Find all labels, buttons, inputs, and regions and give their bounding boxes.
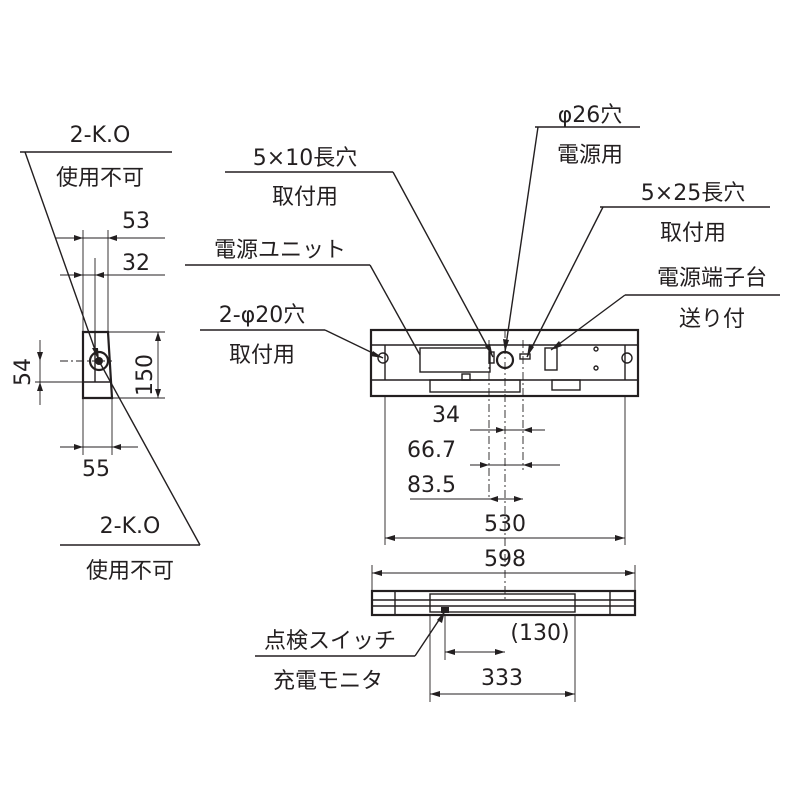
hole-26-label-1: φ26穴	[558, 103, 623, 128]
dim-34: 34	[432, 403, 460, 428]
dim-55: 55	[82, 457, 110, 482]
ko-top-label-1: 2-K.O	[70, 123, 131, 148]
dim-83-5: 83.5	[407, 473, 456, 498]
dim-53: 53	[122, 209, 150, 234]
dim-150: 150	[133, 354, 158, 396]
dim-333: 333	[481, 666, 523, 691]
bottom-body-outline	[370, 589, 637, 617]
slot-5x10-label-1: 5×10長穴	[253, 146, 357, 171]
terminal-block	[544, 347, 558, 371]
ko-top-label-2: 使用不可	[56, 166, 144, 191]
dim-66-7: 66.7	[407, 438, 456, 463]
side-view	[20, 151, 201, 546]
slot-5x25-label-2: 取付用	[660, 221, 726, 246]
terminal-label-2: 送り付	[679, 307, 745, 332]
front-view	[185, 126, 780, 600]
slot-5x10-label-2: 取付用	[272, 185, 338, 210]
mount-hole-left	[377, 352, 389, 364]
hole-20-label-1: 2-φ20穴	[219, 303, 305, 328]
bottom-view	[255, 565, 637, 702]
hole-20-label-2: 取付用	[229, 343, 295, 368]
switch-label-1: 点検スイッチ	[264, 629, 396, 654]
inspection-switch	[441, 607, 449, 613]
dim-32: 32	[122, 251, 150, 276]
hole-26-label-2: 電源用	[557, 143, 623, 168]
terminal-label-1: 電源端子台	[657, 266, 767, 291]
dim-130: (130)	[510, 621, 569, 646]
mount-hole-right	[621, 352, 633, 364]
dim-598: 598	[484, 547, 526, 572]
dim-54: 54	[11, 358, 36, 386]
ko-bottom-label-1: 2-K.O	[100, 514, 161, 539]
dim-530: 530	[484, 512, 526, 537]
switch-label-2: 充電モニタ	[273, 669, 383, 694]
power-unit-box	[419, 347, 491, 373]
slot-5x25-label-1: 5×25長穴	[641, 181, 745, 206]
front-body-outline	[369, 328, 640, 398]
power-unit-label: 電源ユニット	[214, 238, 346, 263]
ko-bottom-label-2: 使用不可	[86, 559, 174, 584]
